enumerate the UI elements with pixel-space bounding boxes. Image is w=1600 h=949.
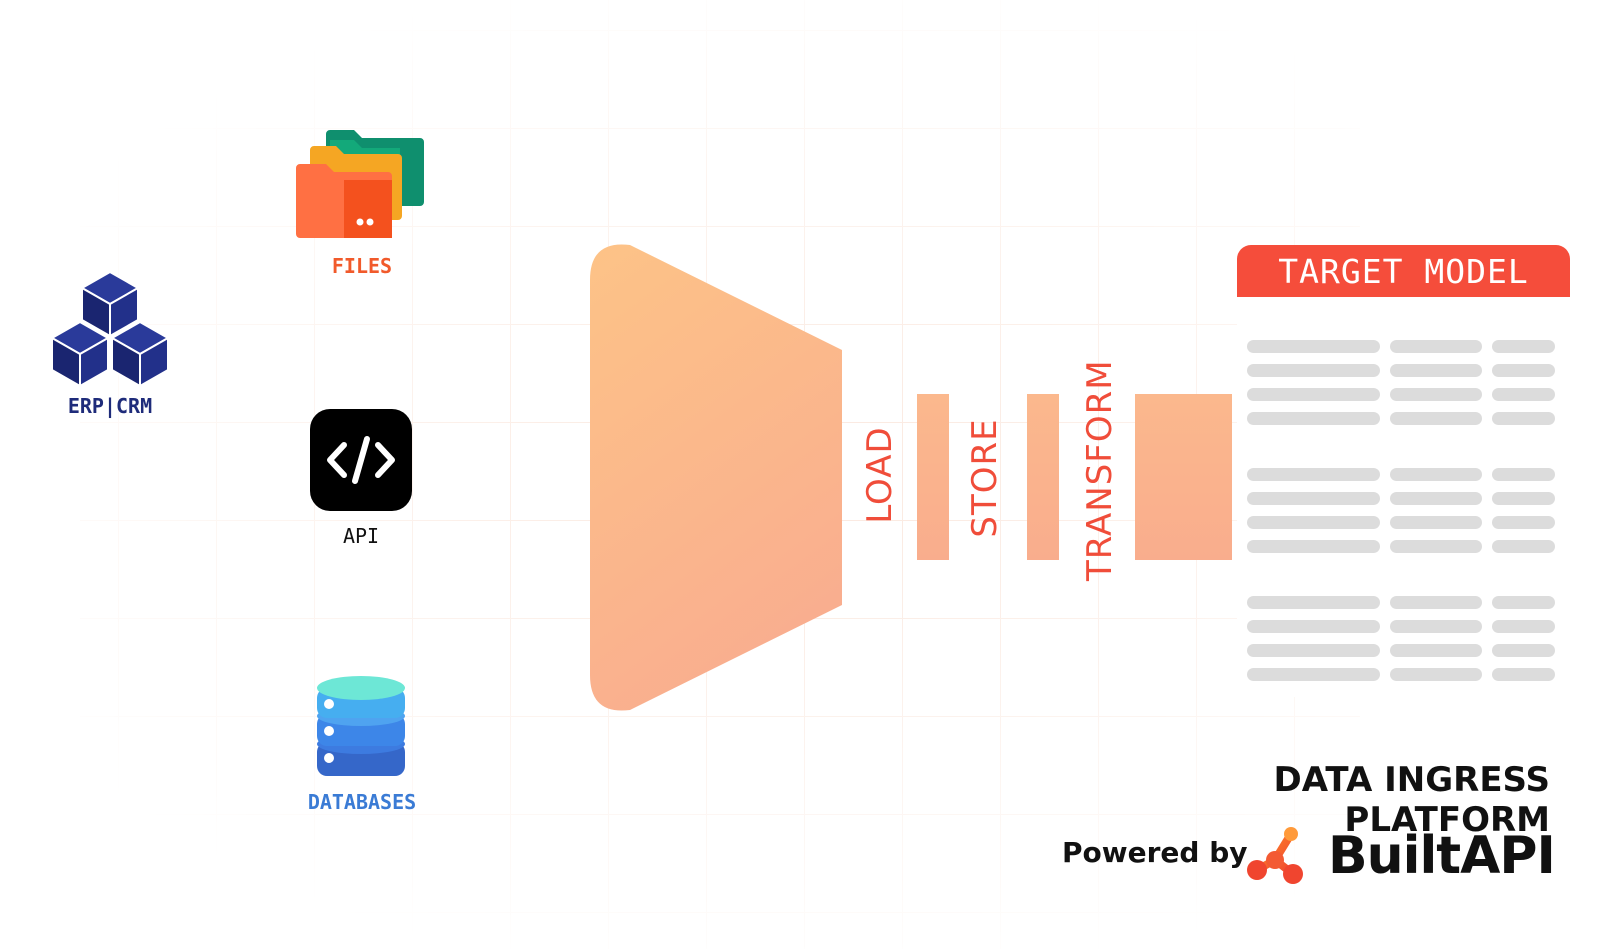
target-model-row-line: [1390, 468, 1482, 481]
target-model-row-line: [1492, 540, 1555, 553]
target-model-row-line: [1247, 596, 1380, 609]
transform-stage-label: TRANSFORM: [1080, 359, 1120, 581]
target-model-row-line: [1390, 412, 1482, 425]
target-model-row-line: [1390, 668, 1482, 681]
target-model-row-line: [1247, 468, 1380, 481]
target-model-row-line: [1390, 620, 1482, 633]
target-model-row-line: [1492, 644, 1555, 657]
target-model-row-line: [1492, 340, 1555, 353]
target-model-header: TARGET MODEL: [1237, 245, 1570, 297]
target-model-row-line: [1492, 468, 1555, 481]
target-model-row-line: [1492, 516, 1555, 529]
target-model-row-line: [1247, 644, 1380, 657]
target-model-row-line: [1247, 492, 1380, 505]
load-store-connector: [917, 394, 949, 560]
target-model-row-line: [1492, 668, 1555, 681]
target-model-row-line: [1390, 364, 1482, 377]
target-model-row-line: [1390, 340, 1482, 353]
api-label: API: [342, 524, 380, 548]
platform-title: DATA INGRESS PLATFORM: [1273, 760, 1550, 840]
erp-crm-label: ERP|CRM: [67, 394, 153, 418]
target-model-row-line: [1492, 388, 1555, 401]
target-model-row-line: [1390, 492, 1482, 505]
brand-name: BuiltAPI: [1328, 826, 1556, 886]
target-model-row-line: [1390, 516, 1482, 529]
target-model-row-line: [1492, 620, 1555, 633]
cubes-icon: [51, 271, 169, 387]
builtapi-logo-icon: [1247, 827, 1303, 884]
target-model-row-line: [1492, 596, 1555, 609]
target-model-row-line: [1247, 364, 1380, 377]
target-model-row-line: [1390, 540, 1482, 553]
powered-by-label: Powered by: [1062, 836, 1248, 869]
databases-label: DATABASES: [307, 790, 417, 814]
target-model-row-line: [1492, 364, 1555, 377]
target-model-row-line: [1390, 388, 1482, 401]
target-model-row-line: [1247, 668, 1380, 681]
store-transform-connector: [1027, 394, 1059, 560]
target-model-row-line: [1247, 340, 1380, 353]
target-model-row-line: [1247, 412, 1380, 425]
code-icon: [310, 409, 412, 511]
folders-icon: [296, 130, 424, 238]
database-icon: [317, 676, 405, 776]
target-model-row-line: [1390, 596, 1482, 609]
ingest-funnel: [590, 244, 842, 711]
files-label: FILES: [331, 254, 393, 278]
target-model-row-line: [1247, 516, 1380, 529]
target-model-row-line: [1247, 388, 1380, 401]
transform-target-connector: [1135, 394, 1232, 560]
target-model-row-line: [1247, 540, 1380, 553]
store-stage-label: STORE: [965, 418, 1005, 538]
target-model-row-line: [1492, 412, 1555, 425]
target-model-row-line: [1247, 620, 1380, 633]
load-stage-label: LOAD: [860, 426, 900, 524]
target-model-row-line: [1390, 644, 1482, 657]
target-model-row-line: [1492, 492, 1555, 505]
